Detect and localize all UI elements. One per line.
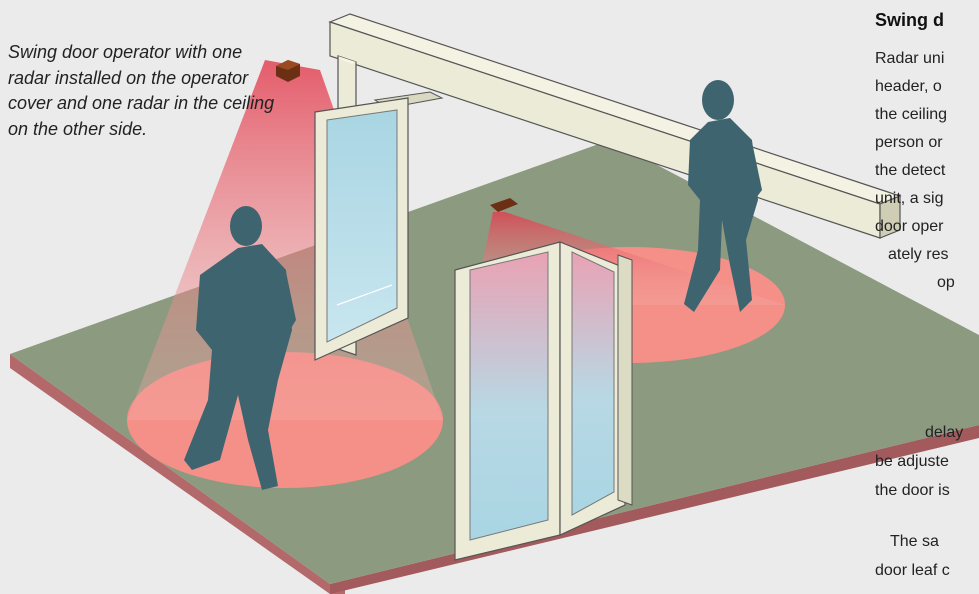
side-panel-line: The sa (890, 533, 939, 551)
side-panel-line: header, o (875, 78, 942, 96)
side-panel-line: the ceiling (875, 106, 947, 124)
side-panel-line: ately res (888, 246, 948, 264)
swing-door-leaf-left (315, 98, 408, 360)
door-frame-right (618, 255, 632, 505)
side-panel-line: door oper (875, 218, 944, 236)
side-panel-line: delay (925, 424, 963, 442)
side-panel-line: unit, a sig (875, 190, 943, 208)
side-panel-line: door leaf c (875, 562, 950, 580)
swing-door-leaf-right-2 (560, 242, 625, 535)
side-panel-title: Swing d (875, 10, 944, 31)
side-panel-line: op (937, 274, 955, 292)
swing-door-leaf-right-1 (455, 242, 560, 560)
side-panel-line: the door is (875, 482, 950, 500)
side-panel-line: the detect (875, 162, 945, 180)
figure-caption: Swing door operator with one radar insta… (8, 40, 288, 142)
side-panel-line: person or (875, 134, 943, 152)
side-panel-line: be adjuste (875, 453, 949, 471)
side-panel-line: Radar uni (875, 50, 944, 68)
